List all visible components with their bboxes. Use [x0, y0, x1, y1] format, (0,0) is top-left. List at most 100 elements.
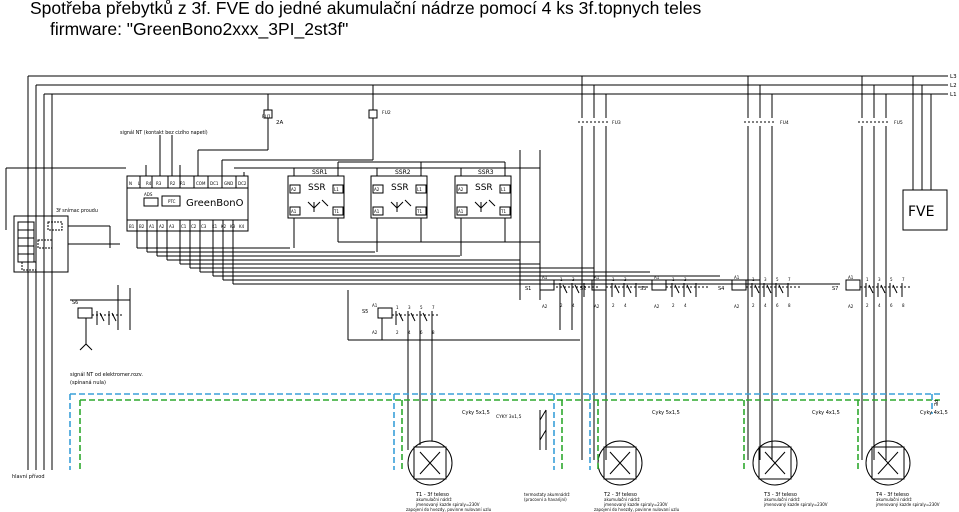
ctrl-ptc: PTC: [168, 199, 176, 204]
s3-c4: 4: [684, 303, 687, 308]
cable-label-t1: Cyky 5x1,5: [462, 410, 490, 416]
ctrl-term-r2: R2: [170, 181, 176, 186]
fu1-label: FU1: [262, 114, 271, 120]
pe-label: PE: [932, 400, 938, 406]
ctrl-term-dc1: DC1: [210, 181, 219, 186]
ssr3: [454, 175, 512, 219]
ctrl-term-dc2: DC2: [238, 181, 247, 186]
heater-t1-line1: akumulační nádrž: [416, 497, 452, 502]
s1-a1: A1: [542, 275, 548, 280]
ssr1-a1: A1: [291, 209, 297, 214]
ssr1-t1: T1: [333, 209, 339, 214]
s4-c8: 8: [788, 303, 791, 308]
fu1-rating: 2A: [276, 120, 283, 126]
ctrl-k3: K3: [230, 224, 236, 229]
s7-c7: 7: [902, 277, 905, 282]
heater-t3: [752, 440, 798, 486]
s4-c6: 6: [776, 303, 779, 308]
fu3-label: FU3: [612, 120, 621, 126]
s4-label: S4: [718, 286, 724, 292]
cable-label-t3: Cyky 4x1,5: [812, 410, 840, 416]
s5-c3: 3: [408, 305, 411, 310]
s2-a1: A1: [594, 275, 600, 280]
s1-label: S1: [525, 286, 531, 292]
s7-c4: 4: [878, 303, 881, 308]
s2-a2: A2: [594, 304, 600, 309]
current-sensor-label: 3f snímac proudu: [56, 207, 98, 214]
ctrl-a1: A1: [149, 224, 155, 229]
s5-c8: 8: [432, 330, 435, 335]
heater-t1-line3: zapojení do hvezdy, povinne nulovaní uzl…: [406, 507, 492, 512]
s3-c1: 1: [672, 277, 675, 282]
heater-t1: [407, 440, 453, 486]
bus-label-l2: L2: [950, 83, 957, 89]
heater-t2-line2: jmenovaný kazde spiraly=230V: [603, 502, 668, 507]
thermostat-line1: termostaty akumnádrž: [524, 492, 570, 497]
s7-c5: 5: [890, 277, 893, 282]
ctrl-c3: C3: [201, 224, 207, 229]
ctrl-k1: K1: [212, 224, 218, 229]
spinana-nula-label: (spínaná nula): [70, 379, 106, 386]
fu4-label: FU4: [780, 120, 789, 126]
heater-t1-line2: jmenovaný kazde spiraly=230V: [415, 502, 480, 507]
main-feed-label: hlavní přívod: [12, 473, 45, 480]
heater-t2-name: T2 - 3f teleso: [603, 492, 637, 498]
cable-label-t4: Cyky 4x1,5: [920, 410, 948, 416]
s1-c4: 4: [572, 303, 575, 308]
s4-c3: 3: [764, 277, 767, 282]
s5-label: S5: [362, 309, 368, 315]
ctrl-c2: C2: [191, 224, 197, 229]
ssr2-l1: L1: [417, 187, 422, 192]
s7-coil: [845, 279, 861, 291]
ssr3-a2: A2: [458, 187, 464, 192]
heater-t4: [865, 440, 911, 486]
s7-c3: 3: [878, 277, 881, 282]
heater-t4-line2: jmenovaný kazde spiraly=230V: [875, 502, 940, 507]
s3-a2: A2: [654, 304, 660, 309]
cable-label-t2: Cyky 5x1,5: [652, 410, 680, 416]
s5-a1: A1: [372, 303, 378, 308]
ctrl-term-r3: R3: [156, 181, 162, 186]
ssr3-t1: T1: [500, 209, 506, 214]
ctrl-a3: A3: [169, 224, 175, 229]
ctrl-k2: K2: [221, 224, 227, 229]
fve-box: [902, 189, 948, 231]
ctrl-term-l: L: [138, 181, 141, 186]
s3-a1: A1: [654, 275, 660, 280]
s7-a2: A2: [848, 304, 854, 309]
s4-c4: 4: [764, 303, 767, 308]
s7-c1: 1: [866, 277, 869, 282]
ctrl-term-gnd: GND: [224, 181, 233, 186]
thermostat-line2: (pracovní a havarijní): [524, 497, 567, 502]
s1-a2: A2: [542, 304, 548, 309]
ctrl-term-n: N: [129, 181, 132, 186]
ssr2-text: SSR: [391, 183, 409, 193]
cyky-3x15-label: CYKY 3x1,5: [496, 414, 522, 420]
ssr2-label: SSR2: [395, 169, 411, 176]
controller-name: GreenBonO: [186, 198, 244, 209]
s6-label: S6: [72, 300, 78, 306]
heater-t3-line2: jmenovaný kazde spiraly=230V: [763, 502, 828, 507]
signal-nt-elektromer-label: signál NT od elektromer.rozv.: [70, 371, 143, 378]
s5-coil: [377, 307, 393, 319]
s3-label: S3: [640, 286, 646, 292]
fve-label: FVE: [908, 204, 934, 220]
ssr1-a2: A2: [291, 187, 297, 192]
ssr1: [287, 175, 345, 219]
s7-c8: 8: [902, 303, 905, 308]
fu5-label: FU5: [894, 120, 903, 126]
s7-a1: A1: [848, 275, 854, 280]
s7-label: S7: [832, 286, 838, 292]
ctrl-term-r4: R4: [146, 181, 152, 186]
heater-t1-name: T1 - 3f teleso: [415, 492, 449, 498]
ctrl-c1: C1: [181, 224, 187, 229]
s2-c3: 3: [624, 277, 627, 282]
s2-c2: 2: [612, 303, 615, 308]
ctrl-b2: B2: [139, 224, 145, 229]
s2-c1: 1: [612, 277, 615, 282]
signal-nt-label: signál NT (kontakt bez cizího napetí): [120, 129, 208, 136]
s4-a2: A2: [734, 304, 740, 309]
diagram-title: Spotřeba přebytků z 3f. FVE do jedné aku…: [30, 0, 702, 18]
s3-c3: 3: [684, 277, 687, 282]
